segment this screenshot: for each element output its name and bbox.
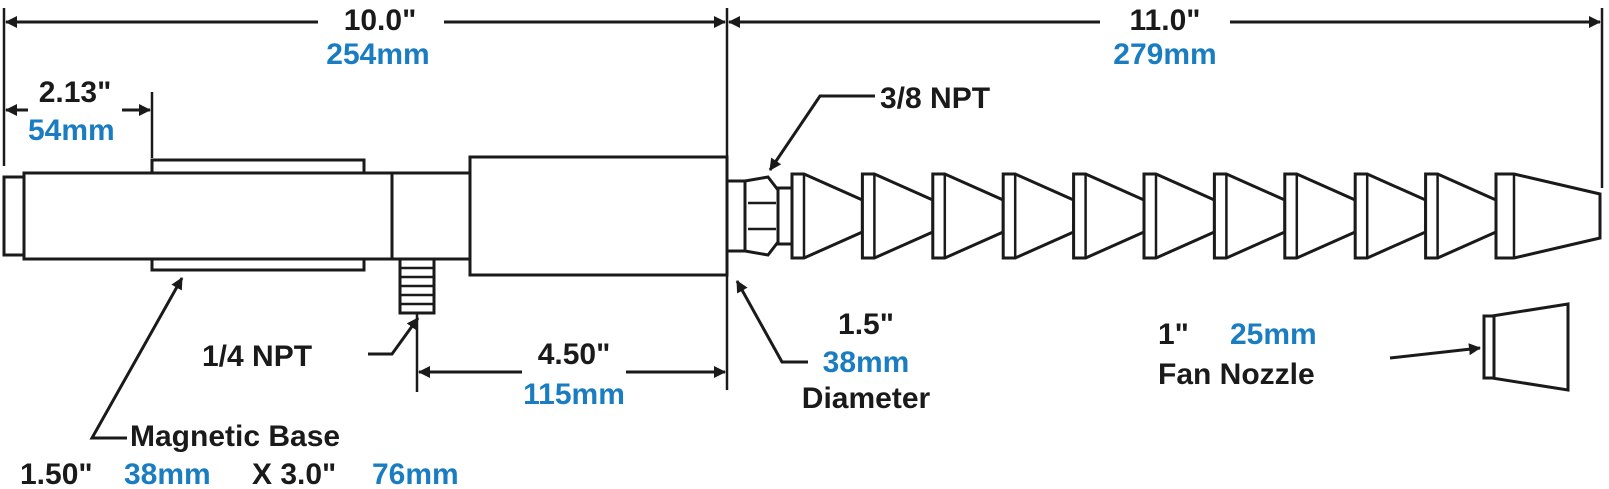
fan-nozzle-title: Fan Nozzle — [1158, 358, 1315, 391]
outlet-fitting — [725, 175, 794, 257]
leader-1-4-npt — [368, 317, 420, 356]
fan-nozzle-part — [1482, 302, 1570, 392]
hose-segment — [860, 172, 935, 260]
hose-segment — [1424, 172, 1498, 260]
base-offset-inch: 2.13" — [39, 76, 112, 109]
fan-nozzle-mm: 25mm — [1230, 318, 1317, 351]
fan-nozzle-inch: 1" — [1158, 318, 1189, 351]
overall-left-inch: 10.0" — [344, 4, 417, 37]
hose-segment — [931, 172, 1005, 260]
magnetic-base-title: Magnetic Base — [130, 420, 340, 453]
inlet-thread-label: 1/4 NPT — [202, 340, 312, 373]
leader-diameter — [735, 280, 808, 364]
overall-right-inch: 11.0" — [1130, 4, 1201, 37]
magnetic-base-length-mm: 76mm — [372, 458, 459, 489]
overall-left-mm: 254mm — [326, 38, 429, 71]
inlet-to-end-mm: 115mm — [523, 378, 625, 411]
nozzle-tip — [1494, 172, 1602, 260]
diameter-word: Diameter — [802, 382, 931, 415]
base-offset-mm: 54mm — [28, 114, 115, 147]
inlet-fitting — [398, 257, 436, 315]
main-body — [468, 155, 729, 277]
magnetic-base-width-inch: 1.50" — [20, 458, 93, 489]
magnetic-base-width-mm: 38mm — [124, 458, 211, 489]
overall-right-mm: 279mm — [1113, 38, 1216, 71]
leader-fan-nozzle — [1389, 343, 1481, 360]
inlet-block — [390, 171, 472, 261]
leader-magnetic-base — [89, 277, 184, 440]
flexible-hose — [790, 172, 1498, 260]
hose-segment — [1283, 172, 1357, 260]
hose-segment — [1142, 172, 1216, 260]
magnetic-base-separator: X 3.0" — [252, 458, 336, 489]
inlet-to-end-inch: 4.50" — [538, 338, 611, 371]
generator-tube — [22, 171, 396, 261]
hose-segment — [1353, 172, 1428, 260]
hose-segment — [790, 172, 864, 260]
hose-segment — [1072, 172, 1146, 260]
diameter-mm: 38mm — [823, 346, 910, 379]
leader-3-8-npt — [768, 94, 875, 171]
diameter-inch: 1.5" — [838, 308, 894, 341]
hose-segment — [1001, 172, 1076, 260]
outlet-thread-label: 3/8 NPT — [880, 82, 990, 115]
hose-segment — [1212, 172, 1287, 260]
